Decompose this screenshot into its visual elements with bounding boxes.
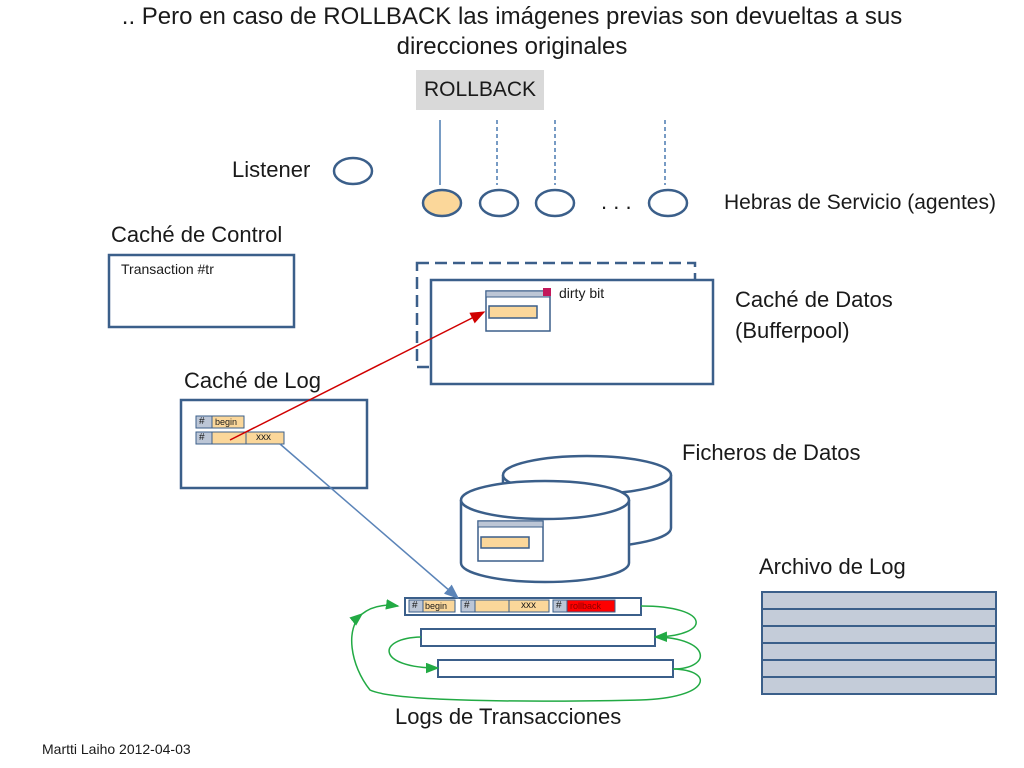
log-record-4-text: rollback bbox=[570, 601, 602, 611]
transaction-log-bar-3 bbox=[437, 659, 674, 678]
data-cache-box bbox=[429, 278, 715, 386]
log-record-1-hash-text: # bbox=[412, 600, 418, 611]
log-cache-label: Caché de Log bbox=[184, 368, 321, 393]
disk-page-header bbox=[477, 520, 544, 528]
disk-page-row bbox=[480, 536, 530, 549]
rollback-button[interactable]: ROLLBACK bbox=[416, 70, 544, 110]
cache-page-header bbox=[485, 290, 551, 298]
log-cache-row-2-body bbox=[245, 431, 285, 445]
title-line-2: direcciones originales bbox=[396, 33, 628, 60]
dirty-bit-label: dirty bit bbox=[559, 285, 605, 301]
control-cache-label: Caché de Control bbox=[111, 222, 283, 247]
log-cycle-arrows bbox=[349, 599, 702, 702]
data-cache-label-line-2: (Bufferpool) bbox=[735, 318, 850, 343]
transaction-log-bar-2 bbox=[420, 628, 656, 647]
log-cache-row-1-body bbox=[211, 415, 245, 429]
cache-page-row bbox=[488, 305, 538, 319]
log-record-4-hash-text: # bbox=[556, 600, 562, 611]
log-cache-row-1-text: begin bbox=[215, 417, 238, 427]
data-files-label: Ficheros de Datos bbox=[682, 440, 861, 465]
ellipsis-label: . . . bbox=[601, 189, 632, 214]
log-cache-row-2-text: xxx bbox=[256, 432, 271, 443]
transaction-text: Transaction #tr bbox=[121, 261, 214, 277]
log-archive-stack bbox=[761, 591, 997, 695]
log-cache-row-2-hash-text: # bbox=[199, 432, 205, 443]
dirty-bit-marker bbox=[543, 288, 551, 296]
log-record-2-body bbox=[474, 599, 510, 613]
rollback-restore-arrow bbox=[229, 311, 486, 441]
listener-label: Listener bbox=[232, 157, 311, 182]
control-cache-box bbox=[107, 253, 296, 329]
log-record-1-text: begin bbox=[425, 601, 448, 611]
agent-thread-active bbox=[421, 188, 463, 218]
slide-title: .. Pero en caso de ROLLBACK las imágenes… bbox=[0, 2, 1024, 62]
log-record-1-body bbox=[422, 599, 456, 613]
log-record-2-hash-text: # bbox=[464, 600, 470, 611]
log-record-3-body bbox=[508, 599, 550, 613]
data-cache-label-line-1: Caché de Datos bbox=[735, 287, 893, 312]
transaction-logs-label: Logs de Transacciones bbox=[395, 704, 622, 729]
title-line-1: .. Pero en caso de ROLLBACK las imágenes… bbox=[121, 3, 903, 30]
log-cache-row-1-hash-text: # bbox=[199, 416, 205, 427]
log-record-3-text: xxx bbox=[521, 600, 536, 611]
service-threads-label: Hebras de Servicio (agentes) bbox=[724, 191, 996, 214]
agent-thread-2 bbox=[478, 188, 520, 218]
agent-thread-n bbox=[647, 188, 689, 218]
log-write-arrow bbox=[279, 443, 460, 599]
log-archive-label: Archivo de Log bbox=[759, 554, 906, 579]
log-record-4-body bbox=[566, 599, 616, 613]
agent-thread-3 bbox=[534, 188, 576, 218]
author-footer: Martti Laiho 2012-04-03 bbox=[42, 741, 191, 757]
listener-thread bbox=[332, 156, 374, 186]
